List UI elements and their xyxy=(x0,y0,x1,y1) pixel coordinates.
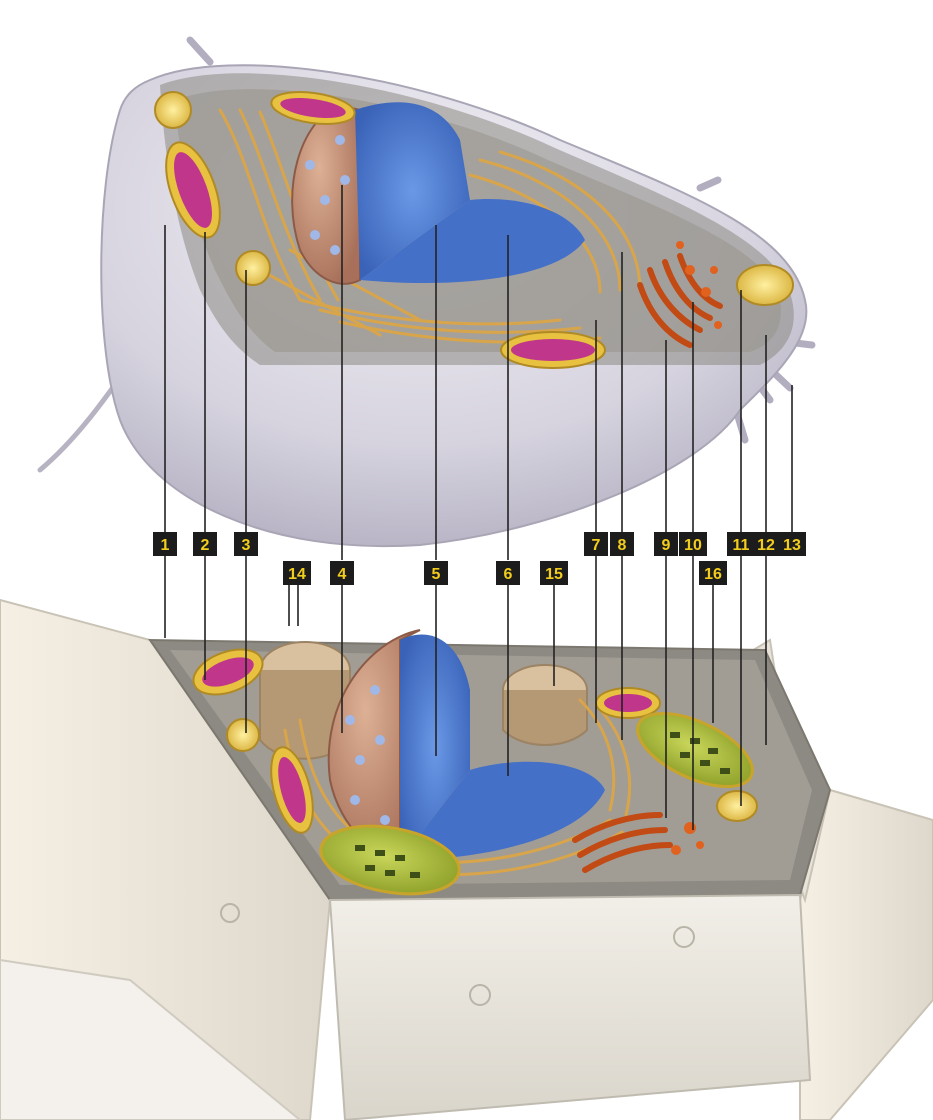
svg-text:7: 7 xyxy=(592,537,601,554)
svg-text:8: 8 xyxy=(618,537,627,554)
svg-text:15: 15 xyxy=(545,566,563,583)
label-9: 9 xyxy=(654,532,678,556)
svg-text:10: 10 xyxy=(684,537,702,554)
label-13: 13 xyxy=(778,532,806,556)
label-2: 2 xyxy=(193,532,217,556)
label-15: 15 xyxy=(540,561,568,585)
label-5: 5 xyxy=(424,561,448,585)
svg-text:11: 11 xyxy=(733,537,750,554)
svg-text:9: 9 xyxy=(662,537,671,554)
svg-text:16: 16 xyxy=(704,566,722,583)
label-11: 11 xyxy=(727,532,755,556)
label-10: 10 xyxy=(679,532,707,556)
label-16: 16 xyxy=(699,561,727,585)
label-row-middle: 14 4 5 6 15 16 xyxy=(283,561,727,585)
label-4: 4 xyxy=(330,561,354,585)
svg-text:3: 3 xyxy=(242,537,251,554)
svg-text:1: 1 xyxy=(161,537,170,554)
svg-text:13: 13 xyxy=(783,537,801,554)
svg-text:4: 4 xyxy=(338,566,347,583)
label-14: 14 xyxy=(283,561,311,585)
animal-cell xyxy=(40,40,812,546)
label-7: 7 xyxy=(584,532,608,556)
label-8: 8 xyxy=(610,532,634,556)
svg-text:14: 14 xyxy=(288,566,306,583)
label-3: 3 xyxy=(234,532,258,556)
label-6: 6 xyxy=(496,561,520,585)
svg-text:12: 12 xyxy=(757,537,775,554)
svg-text:5: 5 xyxy=(432,566,441,583)
label-1: 1 xyxy=(153,532,177,556)
svg-text:2: 2 xyxy=(201,537,210,554)
label-12: 12 xyxy=(752,532,780,556)
plant-cell xyxy=(0,600,933,1120)
svg-text:6: 6 xyxy=(504,566,513,583)
